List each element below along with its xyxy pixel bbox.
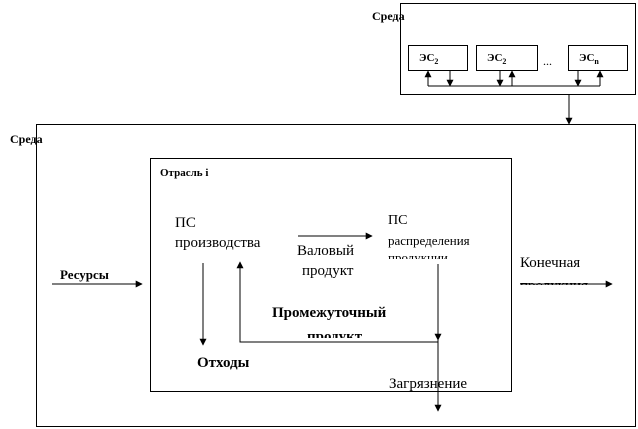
- production-subsystem-line2: производства: [175, 235, 261, 251]
- distribution-subsystem-line3: продукции: [388, 251, 448, 259]
- gross-product-line2: продукт: [302, 263, 354, 279]
- es-ellipsis: ...: [543, 54, 552, 68]
- es-box-1-label: ЭС2: [419, 52, 439, 67]
- es-box-n-label: ЭСn: [579, 52, 599, 67]
- es-box-1: ЭС2: [408, 45, 468, 71]
- pollution-label: Загрязнение: [389, 376, 468, 392]
- final-product-line1: Конечная: [520, 255, 581, 271]
- environment-main-label: Среда: [10, 132, 43, 146]
- es-box-2: ЭС2: [476, 45, 538, 71]
- production-subsystem-line1: ПС: [175, 215, 196, 231]
- distribution-subsystem-line1: ПС: [388, 213, 408, 228]
- gross-product-line1: Валовый: [297, 243, 354, 259]
- distribution-subsystem-line2: распределения: [388, 233, 470, 248]
- environment-top-label: Среда: [372, 9, 405, 23]
- industry-label: Отрасль i: [160, 167, 209, 179]
- intermediate-product-line2: продукт: [307, 330, 363, 338]
- intermediate-product-line1: Промежуточный: [272, 305, 387, 321]
- es-box-2-label: ЭС2: [487, 52, 507, 67]
- waste-label: Отходы: [197, 355, 250, 371]
- final-product-line2: продукция: [520, 279, 588, 285]
- resources-label: Ресурсы: [60, 267, 109, 282]
- es-box-n: ЭСn: [568, 45, 628, 71]
